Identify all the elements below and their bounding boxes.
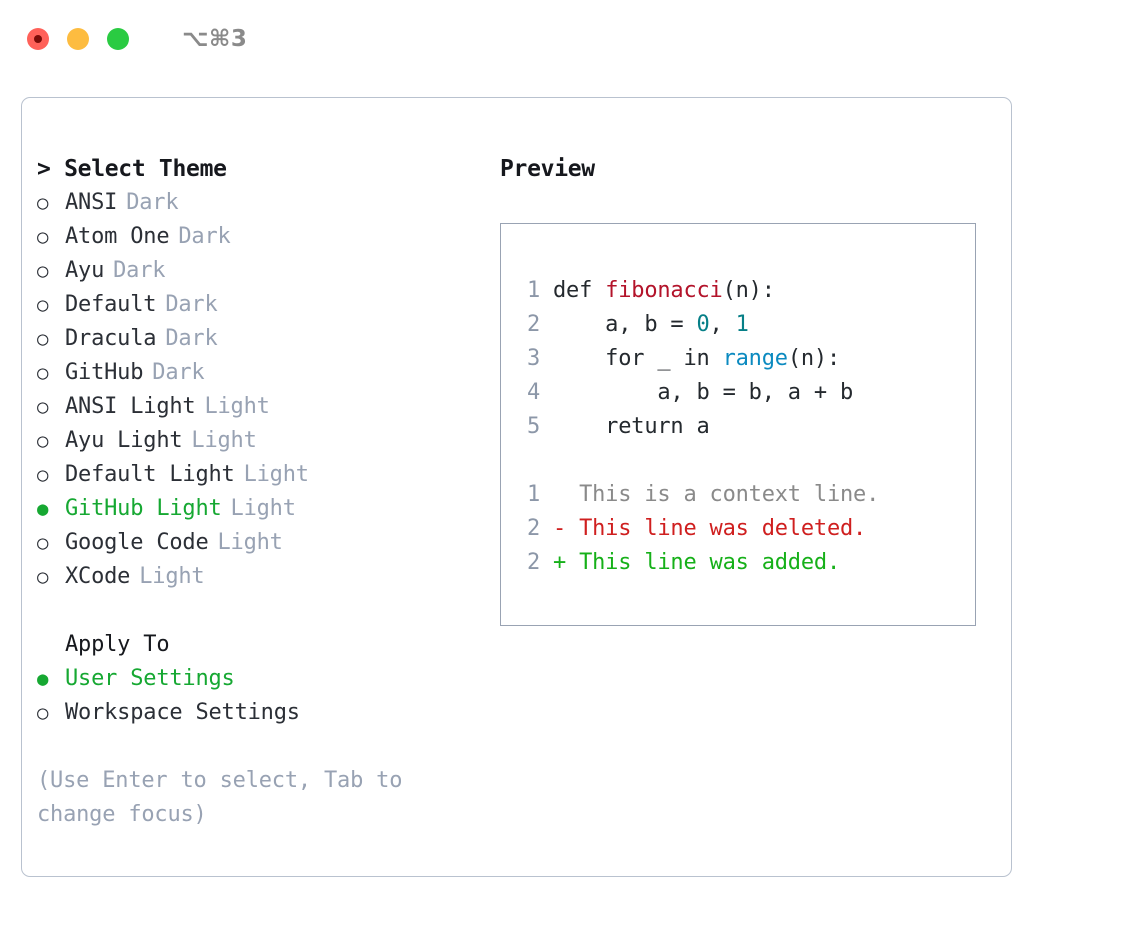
- theme-variant-tag: Light: [217, 530, 283, 555]
- radio-unselected-icon[interactable]: ○: [37, 192, 49, 214]
- theme-variant-tag: Light: [204, 394, 270, 419]
- theme-variant-tag: Light: [191, 428, 257, 453]
- code-text: a, b = 0, 1: [553, 312, 749, 337]
- theme-variant-tag: Light: [139, 564, 205, 589]
- apply-to-marker-placeholder: ○: [37, 628, 65, 662]
- radio-unselected-icon[interactable]: ○: [37, 532, 49, 554]
- apply-to-title-row: ○ Apply To: [37, 628, 477, 662]
- theme-variant-tag: Light: [243, 462, 309, 487]
- radio-unselected-icon[interactable]: ○: [37, 362, 49, 384]
- code-text: This is a context line.: [553, 482, 880, 507]
- code-text: a, b = b, a + b: [553, 380, 854, 405]
- radio-unselected-icon[interactable]: ○: [37, 294, 49, 316]
- theme-name: GitHub Light: [65, 496, 222, 521]
- diff-line: 2 + This line was added.: [514, 546, 879, 580]
- diff-line: 2 - This line was deleted.: [514, 512, 879, 546]
- code-text: - This line was deleted.: [553, 516, 867, 541]
- theme-variant-tag: Light: [230, 496, 296, 521]
- theme-name: Default: [65, 292, 157, 317]
- radio-selected-icon[interactable]: ●: [37, 498, 49, 520]
- close-button[interactable]: [27, 28, 49, 50]
- radio-unselected-icon[interactable]: ○: [37, 260, 49, 282]
- theme-name: XCode: [65, 564, 131, 589]
- keyboard-hint: (Use Enter to select, Tab to change focu…: [37, 768, 403, 827]
- theme-name: Google Code: [65, 530, 209, 555]
- apply-to-option[interactable]: ○ Workspace Settings: [37, 696, 477, 730]
- code-line: 3 for _ in range(n):: [514, 342, 879, 376]
- code-line: 1 def fibonacci(n):: [514, 274, 879, 308]
- radio-unselected-icon[interactable]: ○: [37, 702, 49, 724]
- line-number: 3: [526, 346, 540, 371]
- radio-unselected-icon[interactable]: ○: [37, 328, 49, 350]
- theme-list-item[interactable]: ○ Default Dark: [37, 288, 477, 322]
- theme-name: Atom One: [65, 224, 170, 249]
- line-number: 2: [526, 516, 540, 541]
- theme-name: Ayu: [65, 258, 105, 283]
- list-spacer: [37, 594, 477, 628]
- theme-list-item[interactable]: ○ GitHub Dark: [37, 356, 477, 390]
- select-theme-header: > Select Theme: [37, 156, 227, 182]
- radio-unselected-icon[interactable]: ○: [37, 430, 49, 452]
- code-text: def fibonacci(n):: [553, 278, 775, 303]
- theme-list-item[interactable]: ○ ANSI Dark: [37, 186, 477, 220]
- radio-unselected-icon[interactable]: ○: [37, 226, 49, 248]
- code-text: + This line was added.: [553, 550, 840, 575]
- code-line: 2 a, b = 0, 1: [514, 308, 879, 342]
- minimize-button[interactable]: [67, 28, 89, 50]
- diff-line: 1 This is a context line.: [514, 478, 879, 512]
- code-line: 4 a, b = b, a + b: [514, 376, 879, 410]
- theme-name: Dracula: [65, 326, 157, 351]
- window-controls: [27, 28, 129, 50]
- radio-selected-icon[interactable]: ●: [37, 668, 49, 690]
- theme-list-item[interactable]: ○ Google Code Light: [37, 526, 477, 560]
- code-blank-line: [514, 444, 879, 478]
- radio-unselected-icon[interactable]: ○: [37, 396, 49, 418]
- line-number: 1: [526, 482, 540, 507]
- theme-list-item[interactable]: ● GitHub Light Light: [37, 492, 477, 526]
- theme-list-item[interactable]: ○ Ayu Dark: [37, 254, 477, 288]
- theme-name: Ayu Light: [65, 428, 183, 453]
- apply-to-title: Apply To: [65, 632, 170, 657]
- theme-name: ANSI Light: [65, 394, 196, 419]
- theme-variant-tag: Dark: [126, 190, 179, 215]
- title-bar: ⌥⌘3: [0, 0, 1140, 78]
- code-line: 5 return a: [514, 410, 879, 444]
- line-number: 4: [526, 380, 540, 405]
- theme-list-item[interactable]: ○ Ayu Light Light: [37, 424, 477, 458]
- theme-list-item[interactable]: ○ XCode Light: [37, 560, 477, 594]
- apply-to-label: Workspace Settings: [65, 700, 300, 725]
- theme-list-item[interactable]: ○ Atom One Dark: [37, 220, 477, 254]
- radio-unselected-icon[interactable]: ○: [37, 566, 49, 588]
- theme-variant-tag: Dark: [178, 224, 231, 249]
- preview-header: Preview: [500, 156, 595, 182]
- line-number: 5: [526, 414, 540, 439]
- keyboard-shortcut-label: ⌥⌘3: [182, 26, 248, 52]
- line-number: 2: [526, 550, 540, 575]
- line-number: 2: [526, 312, 540, 337]
- apply-to-label: User Settings: [65, 666, 235, 691]
- theme-variant-tag: Dark: [113, 258, 166, 283]
- theme-list-item[interactable]: ○ ANSI Light Light: [37, 390, 477, 424]
- theme-variant-tag: Dark: [165, 292, 218, 317]
- code-text: return a: [553, 414, 710, 439]
- maximize-button[interactable]: [107, 28, 129, 50]
- theme-variant-tag: Dark: [152, 360, 205, 385]
- theme-list-item[interactable]: ○ Dracula Dark: [37, 322, 477, 356]
- theme-name: ANSI: [65, 190, 118, 215]
- theme-name: Default Light: [65, 462, 235, 487]
- apply-to-option[interactable]: ● User Settings: [37, 662, 477, 696]
- theme-variant-tag: Dark: [165, 326, 218, 351]
- theme-list-item[interactable]: ○ Default Light Light: [37, 458, 477, 492]
- line-number: 1: [526, 278, 540, 303]
- radio-unselected-icon[interactable]: ○: [37, 464, 49, 486]
- theme-name: GitHub: [65, 360, 144, 385]
- code-text: for _ in range(n):: [553, 346, 841, 371]
- apply-to-options[interactable]: ● User Settings ○ Workspace Settings: [37, 662, 477, 730]
